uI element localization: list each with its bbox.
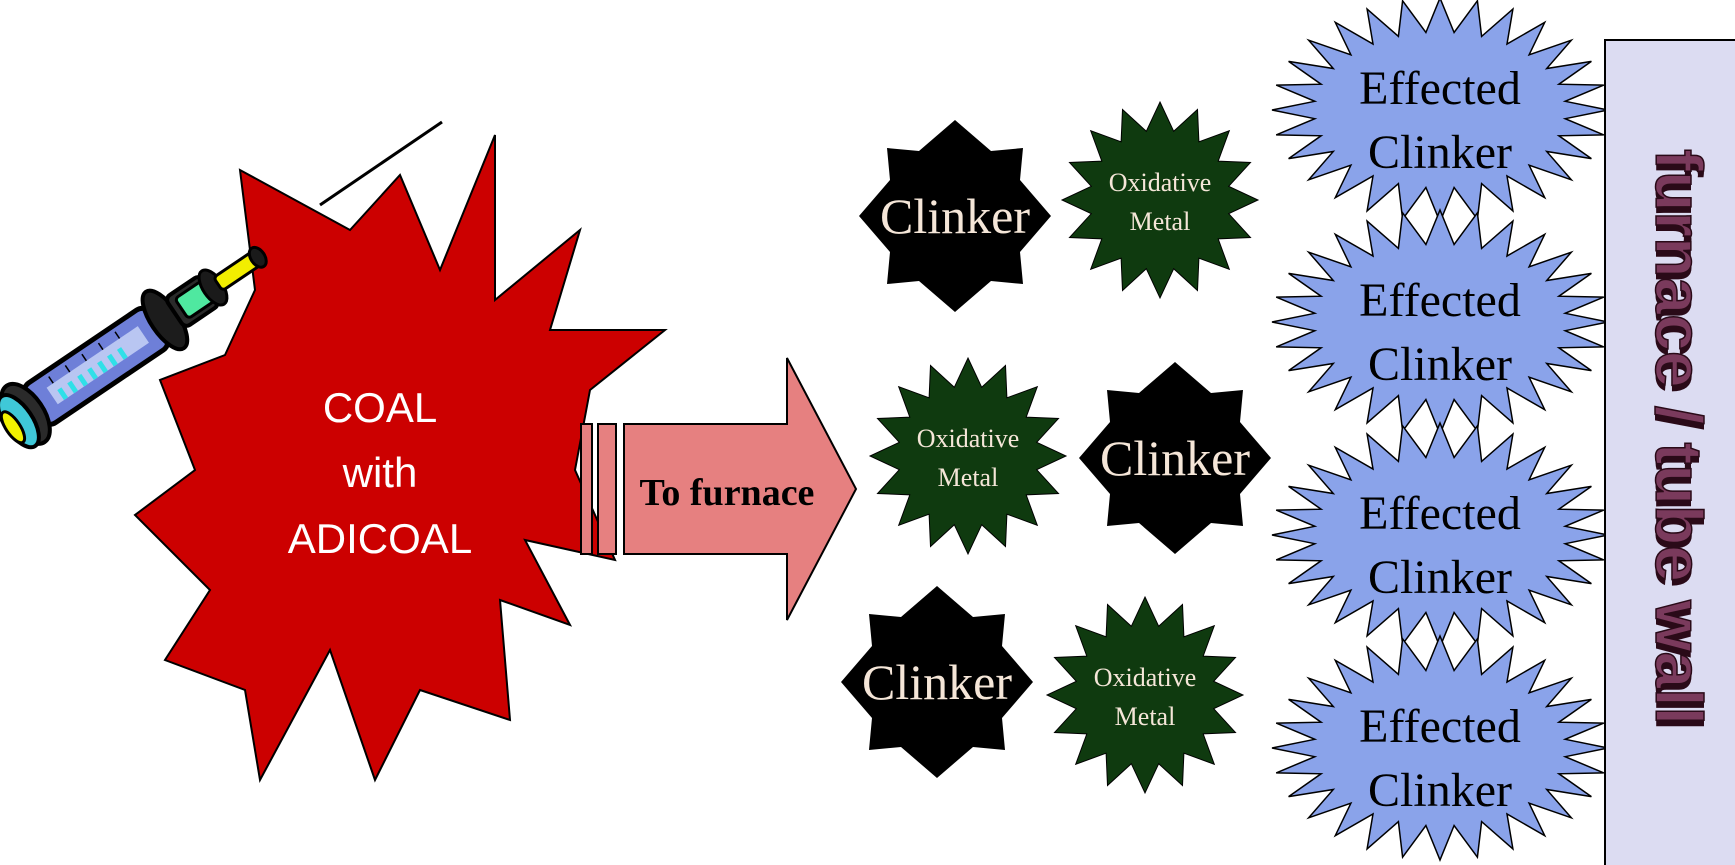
clinker-2: Clinker	[1079, 362, 1271, 554]
oxidative-metal-1: Oxidative Metal	[1060, 100, 1260, 300]
metal-shape	[1060, 100, 1260, 300]
metal-shape	[1045, 595, 1245, 795]
metal-line2: Metal	[1115, 702, 1176, 731]
clinker-label: Clinker	[1100, 430, 1250, 486]
arrow-stripe-1	[580, 423, 593, 555]
effected-line2: Clinker	[1368, 126, 1512, 179]
effected-line2: Clinker	[1368, 551, 1512, 604]
coal-burst: COAL with ADICOAL	[133, 134, 668, 784]
effected-line1: Effected	[1359, 62, 1521, 115]
arrow-stripe-2	[597, 423, 617, 555]
effected-line1: Effected	[1359, 274, 1521, 327]
furnace-wall-panel	[1604, 39, 1735, 865]
effected-clinker-2: Effected Clinker	[1271, 208, 1609, 436]
metal-line2: Metal	[938, 463, 999, 492]
effected-clinker-4: Effected Clinker	[1271, 634, 1609, 862]
metal-line1: Oxidative	[1109, 168, 1212, 197]
clinker-3: Clinker	[841, 586, 1033, 778]
arrow-label: To furnace	[640, 472, 815, 514]
metal-shape	[868, 356, 1068, 556]
oxidative-metal-2: Oxidative Metal	[868, 356, 1068, 556]
clinker-label: Clinker	[862, 654, 1012, 710]
clinker-shape	[841, 586, 1033, 778]
effected-line2: Clinker	[1368, 764, 1512, 817]
metal-line1: Oxidative	[1094, 663, 1197, 692]
syringe-icon	[0, 120, 443, 450]
arrow-body	[623, 357, 858, 621]
effected-clinker-3: Effected Clinker	[1271, 421, 1609, 649]
clinker-1: Clinker	[859, 120, 1051, 312]
effected-clinker-1: Effected Clinker	[1271, 0, 1609, 224]
coal-burst-line1: COAL	[323, 384, 437, 431]
coal-burst-line3: ADICOAL	[288, 515, 472, 562]
furnace-wall-label-shadow: furnace / tube wall	[1642, 155, 1716, 731]
metal-line1: Oxidative	[917, 424, 1020, 453]
coal-burst-line2: with	[342, 449, 418, 496]
furnace-wall-label: furnace / tube wall	[1642, 149, 1716, 725]
effected-line1: Effected	[1359, 700, 1521, 753]
effected-shape	[1271, 634, 1609, 862]
to-furnace-arrow: To furnace	[580, 357, 858, 621]
clinker-label: Clinker	[880, 188, 1030, 244]
effected-line2: Clinker	[1368, 338, 1512, 391]
oxidative-metal-3: Oxidative Metal	[1045, 595, 1245, 795]
coal-burst-shape	[133, 134, 668, 784]
furnace-wall: furnace / tube wall furnace / tube wall	[1604, 39, 1735, 865]
effected-line1: Effected	[1359, 487, 1521, 540]
clinker-shape	[859, 120, 1051, 312]
metal-line2: Metal	[1130, 207, 1191, 236]
clinker-shape	[1079, 362, 1271, 554]
